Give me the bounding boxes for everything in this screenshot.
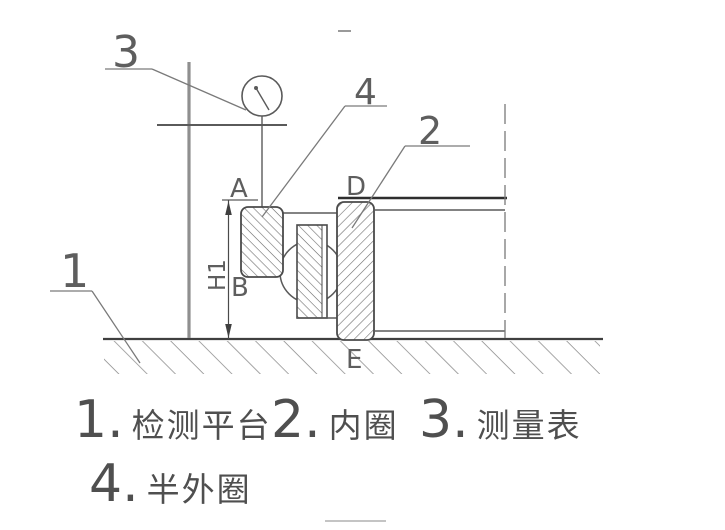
- legend-label-platform: 检测平台: [131, 406, 272, 445]
- dial-indicator-needle: [255, 87, 270, 111]
- callout-1-leader: [91, 290, 141, 364]
- callout-2-number: 2: [418, 109, 442, 153]
- legend-number-4: 4.: [89, 454, 139, 514]
- inner-ring-center-section: [296, 224, 328, 319]
- platform-ground-hatch: [104, 341, 600, 374]
- dial-indicator: [241, 75, 283, 207]
- legend-item-half-outer-ring: 4. 半外圈: [89, 458, 252, 510]
- dial-indicator-face: [241, 75, 283, 117]
- legend-item-gauge: 3. 测量表: [419, 394, 582, 446]
- callout-4-number: 4: [354, 72, 377, 113]
- callout-1-number: 1: [60, 244, 89, 298]
- legend-label-gauge: 测量表: [476, 406, 582, 445]
- callout-3-number: 3: [112, 27, 140, 78]
- half-outer-ring-section: [240, 206, 284, 278]
- callout-4-leader: [261, 105, 346, 218]
- point-a-label: A: [230, 174, 248, 204]
- point-d-label: D: [346, 172, 366, 202]
- callout-leaders: [50, 68, 470, 364]
- inner-ring-flange-section: [336, 201, 375, 341]
- dimension-arrow-down: [225, 324, 232, 338]
- legend-number-2: 2.: [271, 390, 321, 450]
- dimension-h1: H1: [205, 199, 258, 339]
- legend-item-platform: 1. 检测平台: [74, 394, 272, 446]
- legend-label-inner-ring: 内圈: [328, 406, 399, 445]
- legend-number-1: 1.: [74, 390, 124, 450]
- callout-2-leader: [351, 145, 406, 229]
- callout-3-leader: [151, 68, 247, 111]
- point-e-label: E: [346, 345, 362, 375]
- point-b-label: B: [231, 273, 249, 303]
- legend-item-inner-ring: 2. 内圈: [271, 394, 399, 446]
- legend-label-half-outer-ring: 半外圈: [146, 470, 252, 509]
- dimension-arrow-up: [225, 201, 232, 215]
- dimension-h1-label: H1: [205, 259, 231, 291]
- legend-number-3: 3.: [419, 390, 469, 450]
